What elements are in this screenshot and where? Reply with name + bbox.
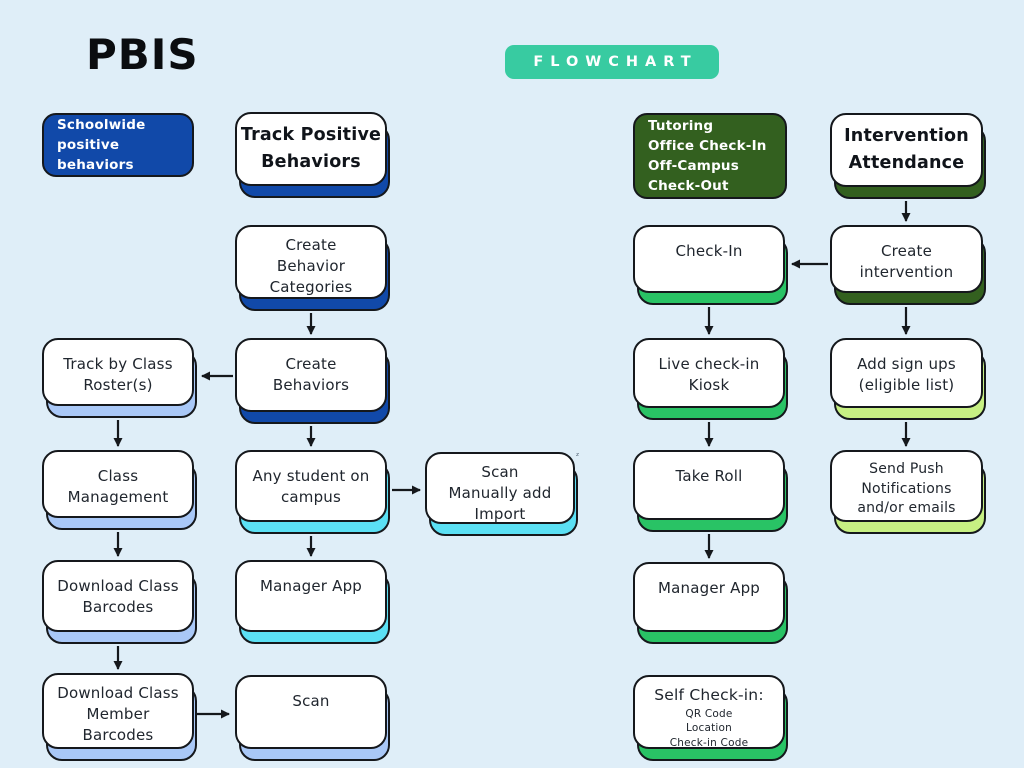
node-tutoring-check-in-out: Tutoring Office Check-In Off-Campus Chec…: [633, 113, 787, 199]
node-track-positive-behaviors: Track Positive Behaviors: [235, 112, 390, 198]
node-create-intervention: Create intervention: [830, 225, 986, 305]
node-self-check-in: Self Check-in: QR Code Location Check-in…: [633, 675, 788, 761]
node-face: Class Management: [42, 450, 194, 518]
node-face: Create intervention: [830, 225, 983, 293]
node-track-by-class-rosters: Track by Class Roster(s): [42, 338, 197, 418]
label-line: Manager App: [657, 579, 761, 597]
label-line: Location: [685, 722, 732, 735]
label-line: Categories: [269, 278, 353, 296]
node-face: Self Check-in: QR Code Location Check-in…: [633, 675, 785, 749]
label-line: Track by Class: [63, 355, 173, 373]
node-face: Track Positive Behaviors: [235, 112, 387, 186]
label-line: Scan: [292, 692, 330, 710]
node-face: Intervention Attendance: [830, 113, 983, 187]
label-line: Notifications: [861, 480, 952, 497]
label-line: Scan: [481, 463, 519, 481]
label-line: Create: [285, 355, 337, 373]
label-line: intervention: [859, 263, 954, 281]
node-manager-app-behaviors: Manager App: [235, 560, 390, 644]
node-face: Track by Class Roster(s): [42, 338, 194, 406]
label-line: Any student on: [252, 467, 370, 485]
label-line: Off-Campus: [648, 158, 739, 174]
node-any-student-on-campus: Any student on campus: [235, 450, 390, 534]
node-scan-manually-add-import: Scan Manually add Import: [425, 452, 578, 536]
label-line: Barcodes: [82, 726, 154, 744]
label-line: positive: [57, 136, 120, 153]
label-line: behaviors: [57, 157, 134, 174]
node-live-check-in-kiosk: Live check-in Kiosk: [633, 338, 788, 420]
label-line: and/or emails: [857, 500, 956, 517]
node-download-class-member-barcodes: Download Class Member Barcodes: [42, 673, 197, 761]
label-line: Download Class: [57, 577, 179, 595]
label-line: Send Push: [869, 461, 944, 477]
node-face: Manager App: [633, 562, 785, 632]
node-face: Check-In: [633, 225, 785, 293]
node-face: Take Roll: [633, 450, 785, 520]
node-face: Create Behavior Categories: [235, 225, 387, 299]
node-class-management: Class Management: [42, 450, 197, 530]
label-line: Create: [285, 236, 337, 254]
node-face: Manager App: [235, 560, 387, 632]
label-line: Import: [474, 505, 526, 523]
page-title: PBIS: [86, 30, 199, 79]
label-line: Behaviors: [261, 152, 361, 172]
node-face: Scan: [235, 675, 387, 749]
node-face: Download Class Barcodes: [42, 560, 194, 632]
label-line: Barcodes: [82, 598, 154, 616]
label-line: Create: [880, 242, 933, 260]
node-scan: Scan: [235, 675, 390, 761]
label-line: Download Class: [57, 684, 179, 702]
node-intervention-attendance: Intervention Attendance: [830, 113, 986, 199]
node-schoolwide-positive-behaviors: Schoolwide positive behaviors: [42, 113, 194, 177]
node-check-in: Check-In: [633, 225, 788, 305]
label-line: Behavior: [276, 257, 346, 275]
flowchart-badge: FLOWCHART: [505, 45, 719, 79]
label-line: Manager App: [259, 577, 363, 595]
label-line: Live check-in: [658, 355, 760, 373]
label-line: Class: [97, 467, 139, 485]
label-line: Office Check-In: [648, 137, 767, 154]
node-add-sign-ups: Add sign ups (eligible list): [830, 338, 986, 420]
node-create-behavior-categories: Create Behavior Categories: [235, 225, 390, 311]
label-line: Check-in Code: [669, 737, 749, 750]
label-line: Check-Out: [648, 178, 729, 195]
node-download-class-barcodes: Download Class Barcodes: [42, 560, 197, 644]
label-line: Behaviors: [272, 376, 350, 394]
label-line: Roster(s): [83, 376, 153, 394]
node-face: Live check-in Kiosk: [633, 338, 785, 408]
node-take-roll: Take Roll: [633, 450, 788, 532]
node-face: Any student on campus: [235, 450, 387, 522]
label-line: Tutoring: [648, 117, 714, 134]
label-line: Intervention: [844, 125, 969, 146]
node-face: Send Push Notifications and/or emails: [830, 450, 983, 522]
node-face: Add sign ups (eligible list): [830, 338, 983, 408]
label-line: Member: [86, 705, 150, 723]
label-line: Self Check-in:: [654, 686, 764, 704]
stray-mark: ᶻ: [576, 452, 580, 462]
label-line: Add sign ups: [857, 355, 956, 373]
node-face: Download Class Member Barcodes: [42, 673, 194, 749]
label-line: QR Code: [685, 707, 733, 720]
node-send-push-notifications: Send Push Notifications and/or emails: [830, 450, 986, 534]
label-line: Take Roll: [675, 467, 743, 485]
label-line: Schoolwide: [57, 116, 146, 133]
label-line: Track Positive: [240, 124, 382, 145]
node-manager-app-checkin: Manager App: [633, 562, 788, 644]
node-face: Create Behaviors: [235, 338, 387, 412]
label-line: Kiosk: [688, 376, 730, 394]
label-line: (eligible list): [858, 376, 955, 394]
label-line: campus: [280, 488, 342, 506]
node-create-behaviors: Create Behaviors: [235, 338, 390, 424]
node-face: Scan Manually add Import: [425, 452, 575, 524]
label-line: Manually add: [448, 484, 552, 502]
label-line: Attendance: [848, 153, 965, 173]
label-line: Management: [67, 488, 169, 506]
label-line: Check-In: [675, 242, 743, 260]
